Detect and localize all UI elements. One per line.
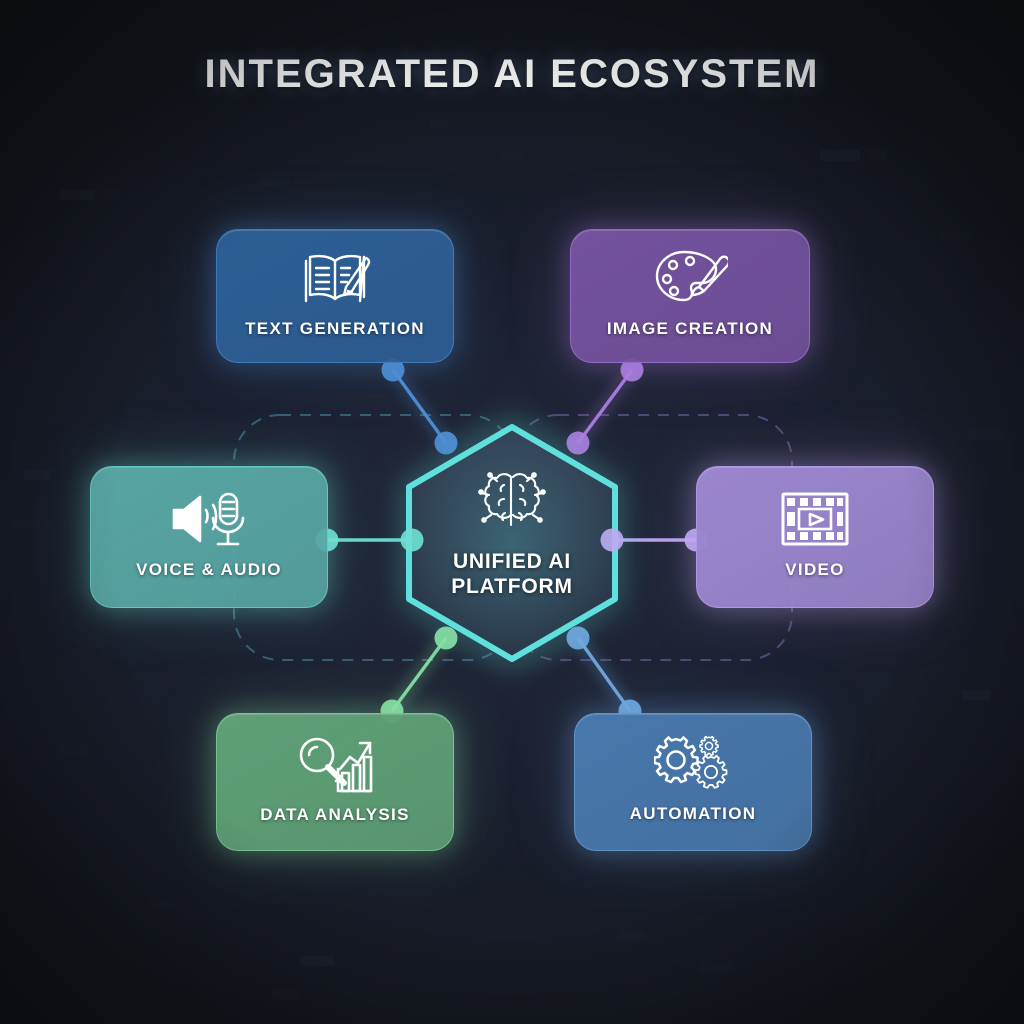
node-card-label-video: VIDEO	[785, 560, 845, 579]
node-card-automation[interactable]: AUTOMATION	[574, 713, 812, 851]
book-quill-icon	[298, 247, 372, 309]
speaker-microphone-icon	[170, 488, 248, 550]
node-card-label-automation: AUTOMATION	[629, 804, 757, 823]
page-title: INTEGRATED AI ECOSYSTEM	[204, 52, 820, 96]
node-card-label-data-analysis: DATA ANALYSIS	[260, 805, 410, 824]
film-play-icon	[779, 488, 851, 550]
node-card-video[interactable]: VIDEO	[696, 466, 934, 608]
node-card-voice-audio[interactable]: VOICE & AUDIO	[90, 466, 328, 608]
brain-icon	[409, 469, 615, 531]
gears-icon	[654, 734, 732, 794]
node-card-label-voice-audio: VOICE & AUDIO	[136, 560, 282, 579]
hub-label-line1: UNIFIED AI	[452, 550, 572, 573]
hexagon-glow	[383, 401, 641, 685]
node-card-data-analysis[interactable]: DATA ANALYSIS	[216, 713, 454, 851]
node-card-image-creation[interactable]: IMAGE CREATION	[570, 229, 810, 363]
hub-label-line2: PLATFORM	[451, 575, 573, 598]
node-card-label-image-creation: IMAGE CREATION	[606, 319, 774, 338]
palette-brush-icon	[652, 247, 728, 309]
hexagon-hub[interactable]: UNIFIED AI PLATFORM	[383, 401, 641, 685]
magnifier-chart-icon	[296, 733, 374, 795]
node-card-text-generation[interactable]: TEXT GENERATION	[216, 229, 454, 363]
node-card-label-text-generation: TEXT GENERATION	[245, 319, 425, 338]
hexagon-hub-label: UNIFIED AI PLATFORM	[409, 549, 615, 599]
